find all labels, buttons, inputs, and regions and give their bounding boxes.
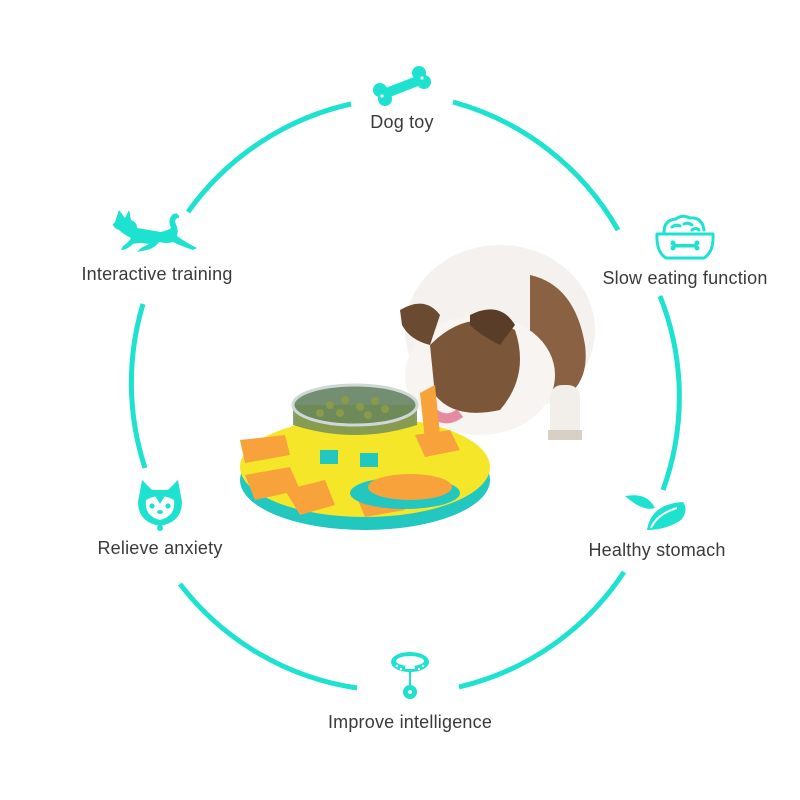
feature-label: Improve intelligence bbox=[327, 712, 493, 732]
feature-label: Dog toy bbox=[370, 112, 434, 132]
food-bowl-icon bbox=[655, 214, 715, 260]
collar-icon bbox=[391, 652, 429, 699]
leaves-icon bbox=[625, 495, 686, 530]
bulldog-illustration bbox=[400, 245, 595, 440]
feature-interactive-training: Interactive training bbox=[62, 208, 252, 285]
feature-label: Slow eating function bbox=[602, 268, 768, 288]
feature-dog-toy: Dog toy bbox=[355, 66, 449, 133]
feature-slow-eating: Slow eating function bbox=[585, 212, 785, 289]
feature-label: Interactive training bbox=[81, 264, 233, 284]
feature-improve-intelligence: Improve intelligence bbox=[310, 650, 510, 733]
shiba-face-icon bbox=[138, 480, 182, 531]
feature-label: Relieve anxiety bbox=[97, 538, 223, 558]
feature-healthy-stomach: Healthy stomach bbox=[572, 490, 742, 561]
feature-relieve-anxiety: Relieve anxiety bbox=[80, 476, 240, 559]
running-dog-icon bbox=[113, 210, 197, 252]
bone-icon bbox=[373, 66, 431, 106]
feature-label: Healthy stomach bbox=[588, 540, 726, 560]
product-image bbox=[240, 245, 595, 530]
